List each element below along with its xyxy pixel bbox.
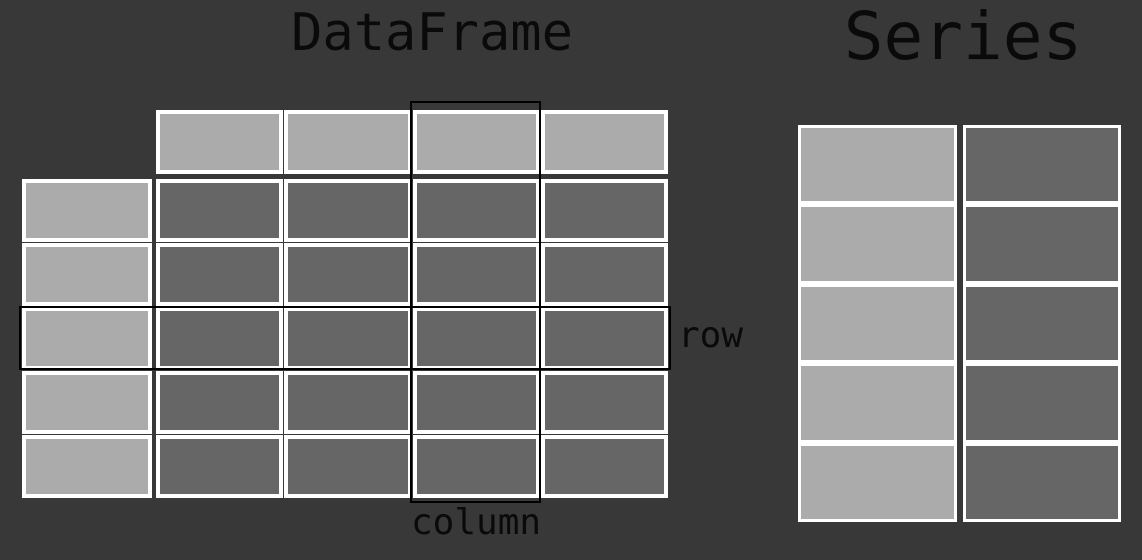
dataframe-header-cell [540, 110, 668, 174]
dataframe-data-cell [412, 307, 540, 370]
series-index-column [798, 125, 957, 523]
dataframe-header-cell [412, 110, 540, 174]
series-value-cell [963, 363, 1121, 443]
series-value-cell [963, 442, 1121, 523]
dataframe-data-cell [284, 371, 412, 434]
dataframe-header-row [156, 110, 668, 174]
dataframe-data-cell [540, 371, 668, 434]
dataframe-index-column [22, 179, 152, 498]
dataframe-header-cell [284, 110, 412, 174]
dataframe-data-cell [412, 243, 540, 306]
dataframe-data-cell [156, 307, 284, 370]
row-highlight-outline [19, 306, 671, 370]
dataframe-index-cell [22, 179, 152, 242]
dataframe-data-cell [412, 371, 540, 434]
series-index-cell [798, 442, 957, 523]
series-title: Series [843, 0, 1083, 75]
dataframe-data-cell [284, 179, 412, 242]
series-index-cell [798, 363, 957, 443]
dataframe-data-cell [156, 371, 284, 434]
dataframe-data-cell [540, 435, 668, 498]
dataframe-data-cell [412, 435, 540, 498]
series-value-cell [963, 283, 1121, 364]
column-highlight-outline [410, 101, 541, 503]
dataframe-data-cell [284, 243, 412, 306]
dataframe-title: DataFrame [291, 3, 573, 63]
series-index-cell [798, 125, 957, 205]
series-value-cell [963, 125, 1121, 205]
dataframe-data-cell [156, 243, 284, 306]
series-value-cell [963, 204, 1121, 284]
dataframe-data-cell [540, 243, 668, 306]
dataframe-data-cell [156, 435, 284, 498]
series-values-column [963, 125, 1121, 523]
dataframe-index-cell [22, 371, 152, 434]
dataframe-data-cell [156, 179, 284, 242]
series-index-cell [798, 204, 957, 284]
dataframe-header-cell [156, 110, 284, 174]
dataframe-index-cell [22, 307, 152, 370]
dataframe-data-cell [412, 179, 540, 242]
column-label: column [411, 502, 542, 543]
dataframe-data-grid [156, 179, 668, 498]
series-index-cell [798, 283, 957, 364]
dataframe-data-cell [540, 179, 668, 242]
dataframe-index-cell [22, 435, 152, 498]
row-label: row [678, 315, 744, 356]
dataframe-index-cell [22, 243, 152, 306]
dataframe-data-cell [284, 435, 412, 498]
